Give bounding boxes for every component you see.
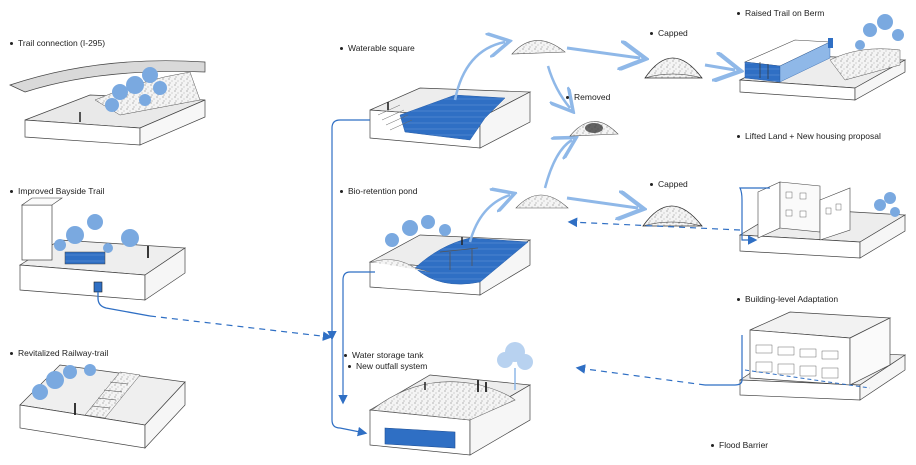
label-railway-trail: Revitalized Railway-trail	[10, 348, 108, 358]
waterable-square-block	[369, 87, 532, 149]
label-text: Improved Bayside Trail	[18, 186, 105, 196]
label-text: New outfall system	[356, 361, 428, 371]
label-capped-top: Capped	[650, 28, 688, 38]
label-trail-connection: Trail connection (I-295)	[10, 38, 105, 48]
label-raised-trail: Raised Trail on Berm	[737, 8, 824, 18]
label-text: Flood Barrier	[719, 440, 769, 450]
capped-dome-icon	[644, 57, 703, 79]
lifted-land-block	[567, 181, 907, 259]
label-bio-retention: Bio-retention pond	[340, 186, 417, 196]
label-text: Bio-retention pond	[348, 186, 418, 196]
label-text: Capped	[658, 179, 688, 189]
label-text: Revitalized Railway-trail	[18, 348, 109, 358]
soil-process	[453, 40, 735, 243]
label-text: Trail connection (I-295)	[18, 38, 106, 48]
label-text: Raised Trail on Berm	[745, 8, 825, 18]
soil-mound-icon	[511, 40, 566, 55]
label-bayside-trail: Improved Bayside Trail	[10, 186, 104, 196]
label-water-storage: Water storage tank	[344, 350, 424, 360]
flow-line-tank	[331, 338, 368, 437]
label-text: Water storage tank	[352, 350, 424, 360]
label-lifted-land: Lifted Land + New housing proposal	[737, 131, 881, 141]
label-flood-barrier: Flood Barrier	[711, 440, 768, 450]
label-text: Lifted Land + New housing proposal	[745, 131, 881, 141]
label-building-adaptation: Building-level Adaptation	[737, 294, 838, 304]
water-storage-block	[368, 342, 533, 456]
railway-trail-block	[19, 364, 186, 449]
label-waterable-square: Waterable square	[340, 43, 415, 53]
label-text: Removed	[574, 92, 611, 102]
capped-dome-icon	[642, 205, 703, 227]
label-new-outfall: New outfall system	[348, 361, 427, 371]
label-text: Building-level Adaptation	[745, 294, 839, 304]
bayside-trail-block	[18, 197, 333, 341]
label-text: Capped	[658, 28, 688, 38]
label-text: Waterable square	[348, 43, 415, 53]
building-adaptation-block	[575, 311, 907, 401]
trail-connection-block	[9, 60, 206, 146]
bio-retention-block	[368, 215, 532, 296]
flow-line-square	[327, 119, 370, 341]
raised-trail-block	[738, 14, 907, 101]
soil-mound-icon	[515, 194, 569, 209]
label-removed: Removed	[566, 92, 610, 102]
flow-line-pond	[338, 271, 375, 405]
label-capped-mid: Capped	[650, 179, 688, 189]
